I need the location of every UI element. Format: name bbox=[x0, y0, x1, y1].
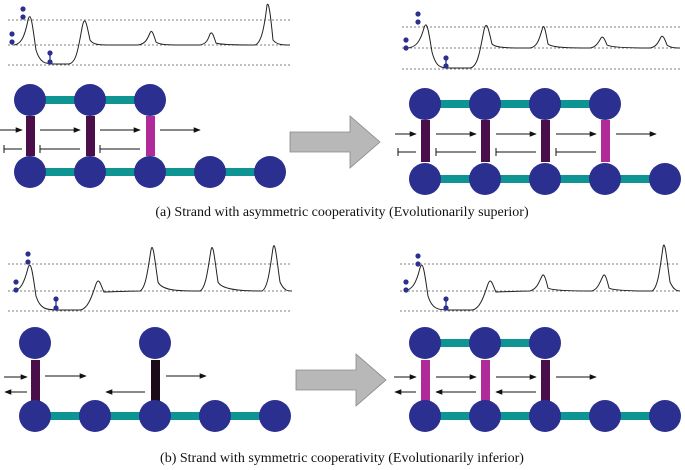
node bbox=[134, 84, 166, 116]
bond-dark bbox=[541, 360, 550, 402]
ball bbox=[47, 50, 53, 56]
panel-a-right bbox=[395, 11, 681, 195]
ball bbox=[53, 305, 59, 311]
strand-a-left bbox=[0, 84, 286, 188]
ball bbox=[20, 14, 26, 20]
node bbox=[134, 156, 166, 188]
node bbox=[589, 88, 621, 120]
ball bbox=[47, 59, 53, 65]
bond-dark bbox=[421, 120, 430, 162]
ball bbox=[25, 251, 31, 257]
node bbox=[469, 327, 501, 359]
node bbox=[14, 84, 46, 116]
node bbox=[409, 327, 441, 359]
strand-a-right bbox=[395, 88, 681, 195]
panel-a-left bbox=[0, 3, 291, 188]
node bbox=[529, 163, 561, 195]
bond-magenta bbox=[421, 360, 430, 402]
ball bbox=[403, 287, 409, 293]
node bbox=[409, 163, 441, 195]
node bbox=[469, 400, 501, 432]
ball bbox=[9, 39, 15, 45]
node bbox=[74, 156, 106, 188]
energy-landscape-a-left bbox=[8, 3, 291, 66]
node bbox=[409, 88, 441, 120]
bond-black bbox=[151, 360, 160, 402]
ball bbox=[415, 253, 421, 259]
ball bbox=[403, 37, 409, 43]
node bbox=[259, 400, 291, 432]
ball bbox=[415, 19, 421, 25]
ball bbox=[25, 259, 31, 265]
node bbox=[254, 156, 286, 188]
strand-b-right bbox=[394, 327, 681, 432]
ball bbox=[415, 11, 421, 17]
bond-dark bbox=[481, 120, 490, 162]
ball bbox=[443, 63, 449, 69]
node bbox=[529, 400, 561, 432]
node bbox=[529, 88, 561, 120]
bond-dark bbox=[541, 120, 550, 162]
node bbox=[649, 400, 681, 432]
node bbox=[469, 163, 501, 195]
node bbox=[589, 163, 621, 195]
node bbox=[529, 327, 561, 359]
node bbox=[74, 84, 106, 116]
caption-b: (b) Strand with symmetric cooperativity … bbox=[160, 451, 524, 466]
ball bbox=[415, 261, 421, 267]
ball bbox=[13, 279, 19, 285]
bond-magenta bbox=[146, 116, 155, 156]
ball bbox=[403, 279, 409, 285]
strand-b-left bbox=[4, 327, 291, 432]
node bbox=[79, 400, 111, 432]
bond-dark bbox=[86, 116, 95, 156]
transition-arrow bbox=[289, 115, 381, 169]
ball bbox=[443, 55, 449, 61]
energy-curve bbox=[13, 3, 291, 65]
node bbox=[139, 327, 171, 359]
ball bbox=[443, 296, 449, 302]
ball bbox=[13, 287, 19, 293]
node bbox=[649, 163, 681, 195]
energy-landscape-b-right bbox=[400, 244, 681, 312]
ball bbox=[53, 296, 59, 302]
node bbox=[19, 400, 51, 432]
transition-arrow bbox=[295, 353, 387, 407]
node bbox=[199, 400, 231, 432]
node bbox=[469, 88, 501, 120]
energy-curve bbox=[13, 245, 293, 311]
node bbox=[589, 400, 621, 432]
node bbox=[194, 156, 226, 188]
energy-curve bbox=[407, 24, 681, 69]
bond-magenta bbox=[481, 360, 490, 402]
node bbox=[409, 400, 441, 432]
bond-dark bbox=[26, 116, 35, 156]
energy-curve bbox=[403, 244, 681, 311]
panel-b-left bbox=[4, 245, 293, 432]
panel-b-right bbox=[394, 244, 681, 432]
energy-landscape-b-left bbox=[8, 245, 293, 312]
bond-dark bbox=[31, 360, 40, 402]
caption-a: (a) Strand with asymmetric cooperativity… bbox=[155, 205, 529, 220]
ball bbox=[403, 45, 409, 51]
ball bbox=[443, 305, 449, 311]
bond-magenta bbox=[601, 120, 610, 162]
node bbox=[139, 400, 171, 432]
energy-landscape-a-right bbox=[402, 11, 681, 70]
node bbox=[14, 156, 46, 188]
ball bbox=[9, 31, 15, 37]
node bbox=[19, 327, 51, 359]
ball bbox=[20, 6, 26, 12]
